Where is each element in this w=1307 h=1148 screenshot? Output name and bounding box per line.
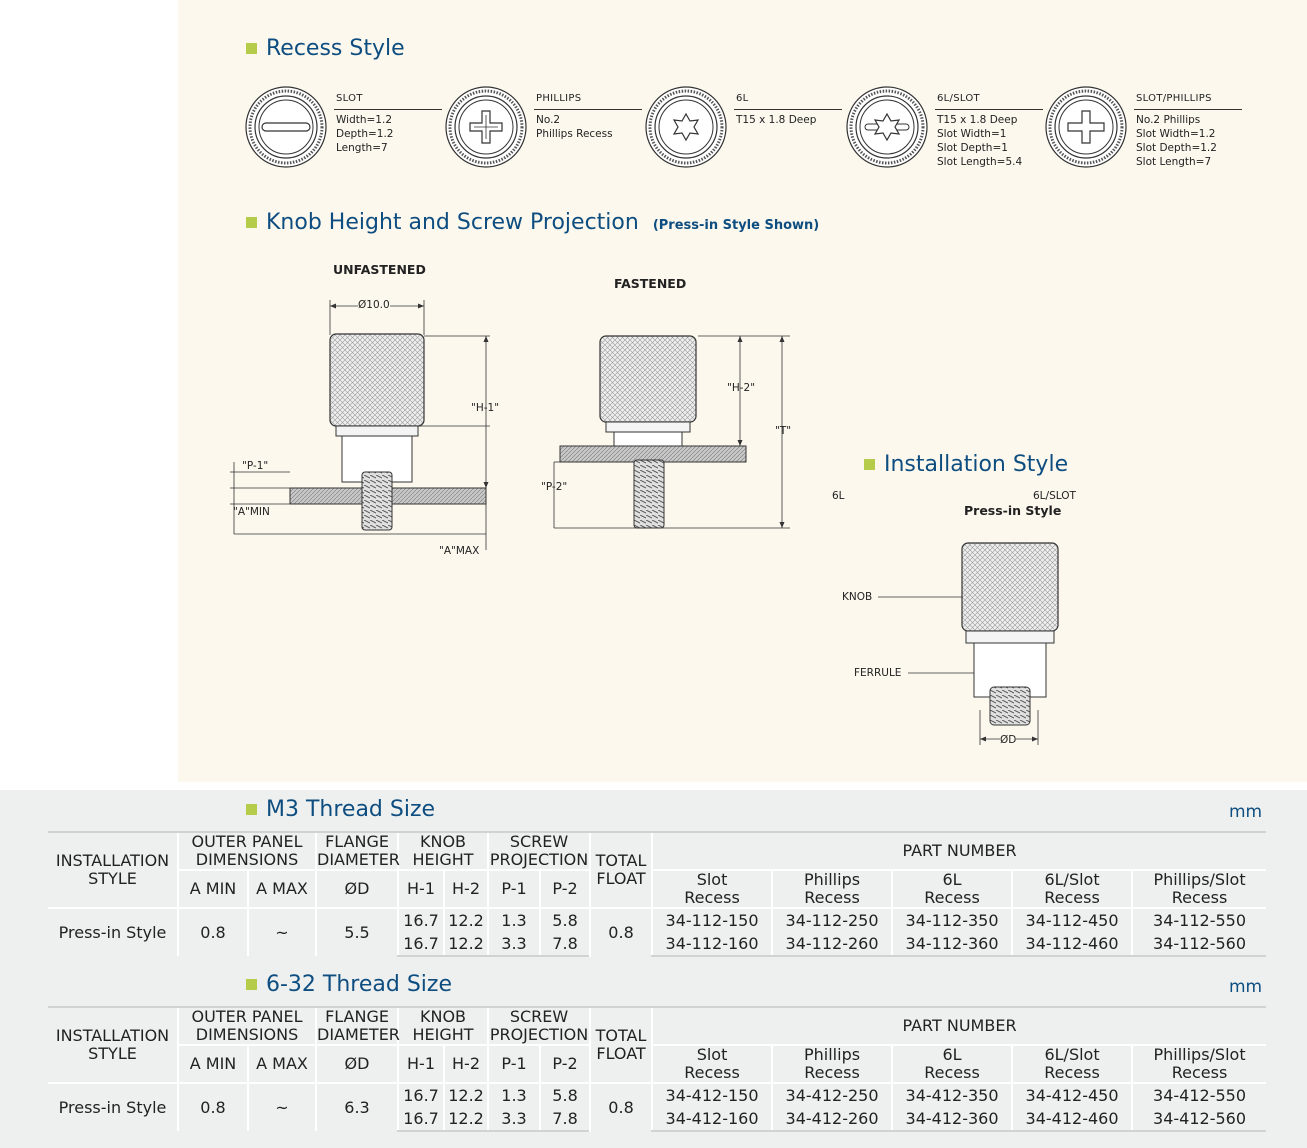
press-in-label: Press-in Style: [964, 503, 1062, 518]
header-p1: P-1: [487, 1045, 541, 1083]
header-h1: H-1: [397, 1045, 445, 1083]
install-tag-6l: 6L: [832, 490, 845, 502]
header-od: ØD: [315, 870, 399, 908]
recess-style-title: Recess Style: [246, 36, 405, 61]
fastened-label: FASTENED: [614, 276, 687, 291]
slot-phillips-recess-icon: [1045, 86, 1127, 168]
section-bullet: [246, 804, 257, 815]
header-a-min: A MIN: [177, 1045, 248, 1083]
phillips-recess-icon: [445, 86, 527, 168]
header-od: ØD: [315, 1045, 399, 1083]
knob-label: KNOB: [842, 591, 873, 603]
header-p2: P-2: [539, 1045, 591, 1083]
t-label: "T": [775, 425, 792, 437]
recess-6l: 6L T15 x 1.8 Deep: [644, 85, 844, 185]
632-thread-title: 6-32 Thread Size: [246, 972, 452, 997]
section-bullet: [246, 217, 257, 228]
fastened-drawing: [553, 335, 790, 529]
recess-slot: SLOT Width=1.2 Depth=1.2 Length=7: [244, 85, 444, 185]
header-h1: H-1: [397, 870, 445, 908]
h1-label: "H-1": [471, 402, 500, 414]
table-row: Press-in Style 0.8 ~ 6.3 16.7 12.2 1.3 5…: [48, 1082, 1267, 1131]
table-row: 16.7 12.2 3.3 7.8 34-112-160 34-112-260 …: [48, 932, 1267, 957]
header-part-number: PART NUMBER: [651, 831, 1267, 871]
installation-drawing: [878, 542, 1059, 745]
header-a-max: A MAX: [246, 870, 317, 908]
knob-height-title: Knob Height and Screw Projection (Press-…: [246, 210, 819, 235]
section-bullet: [864, 459, 875, 470]
installation-style-title: Installation Style: [864, 452, 1068, 477]
table-row: Press-in Style 0.8 ~ 5.5 16.7 12.2 1.3 5…: [48, 907, 1267, 956]
unfastened-drawing: [230, 300, 490, 550]
header-p1: P-1: [487, 870, 541, 908]
projection-diagram: [230, 300, 790, 550]
section-bullet: [246, 43, 257, 54]
od-label: ØD: [1000, 734, 1017, 746]
section-bullet: [246, 979, 257, 990]
header-a-max: A MAX: [246, 1045, 317, 1083]
recess-slot-phillips: SLOT/PHILLIPS No.2 Phillips Slot Width=1…: [1044, 85, 1244, 185]
table-row: 16.7 12.2 3.3 7.8 34-412-160 34-412-260 …: [48, 1107, 1267, 1132]
header-h2: H-2: [443, 1045, 489, 1083]
ferrule-label: FERRULE: [854, 667, 902, 679]
slot-recess-icon: [245, 86, 327, 168]
recess-phillips: PHILLIPS No.2 Phillips Recess: [444, 85, 644, 185]
header-part-number: PART NUMBER: [651, 1006, 1267, 1046]
header-h2: H-2: [443, 870, 489, 908]
unfastened-label: UNFASTENED: [333, 262, 426, 277]
amax-label: "A"MAX: [439, 545, 480, 557]
header-p2: P-2: [539, 870, 591, 908]
632-unit: mm: [1229, 977, 1263, 997]
h2-label: "H-2": [727, 382, 756, 394]
p2-label: "P-2": [541, 481, 568, 493]
torx-recess-icon: [645, 86, 727, 168]
m3-unit: mm: [1229, 802, 1263, 822]
m3-thread-title: M3 Thread Size: [246, 797, 435, 822]
amin-label: "A"MIN: [233, 506, 270, 518]
recess-6l-slot: 6L/SLOT T15 x 1.8 Deep Slot Width=1 Slot…: [845, 85, 1045, 185]
torx-slot-recess-icon: [846, 86, 928, 168]
install-tag-6l-slot: 6L/SLOT: [1033, 490, 1076, 502]
p1-label: "P-1": [242, 460, 269, 472]
diameter-label: Ø10.0: [358, 299, 390, 311]
header-a-min: A MIN: [177, 870, 248, 908]
